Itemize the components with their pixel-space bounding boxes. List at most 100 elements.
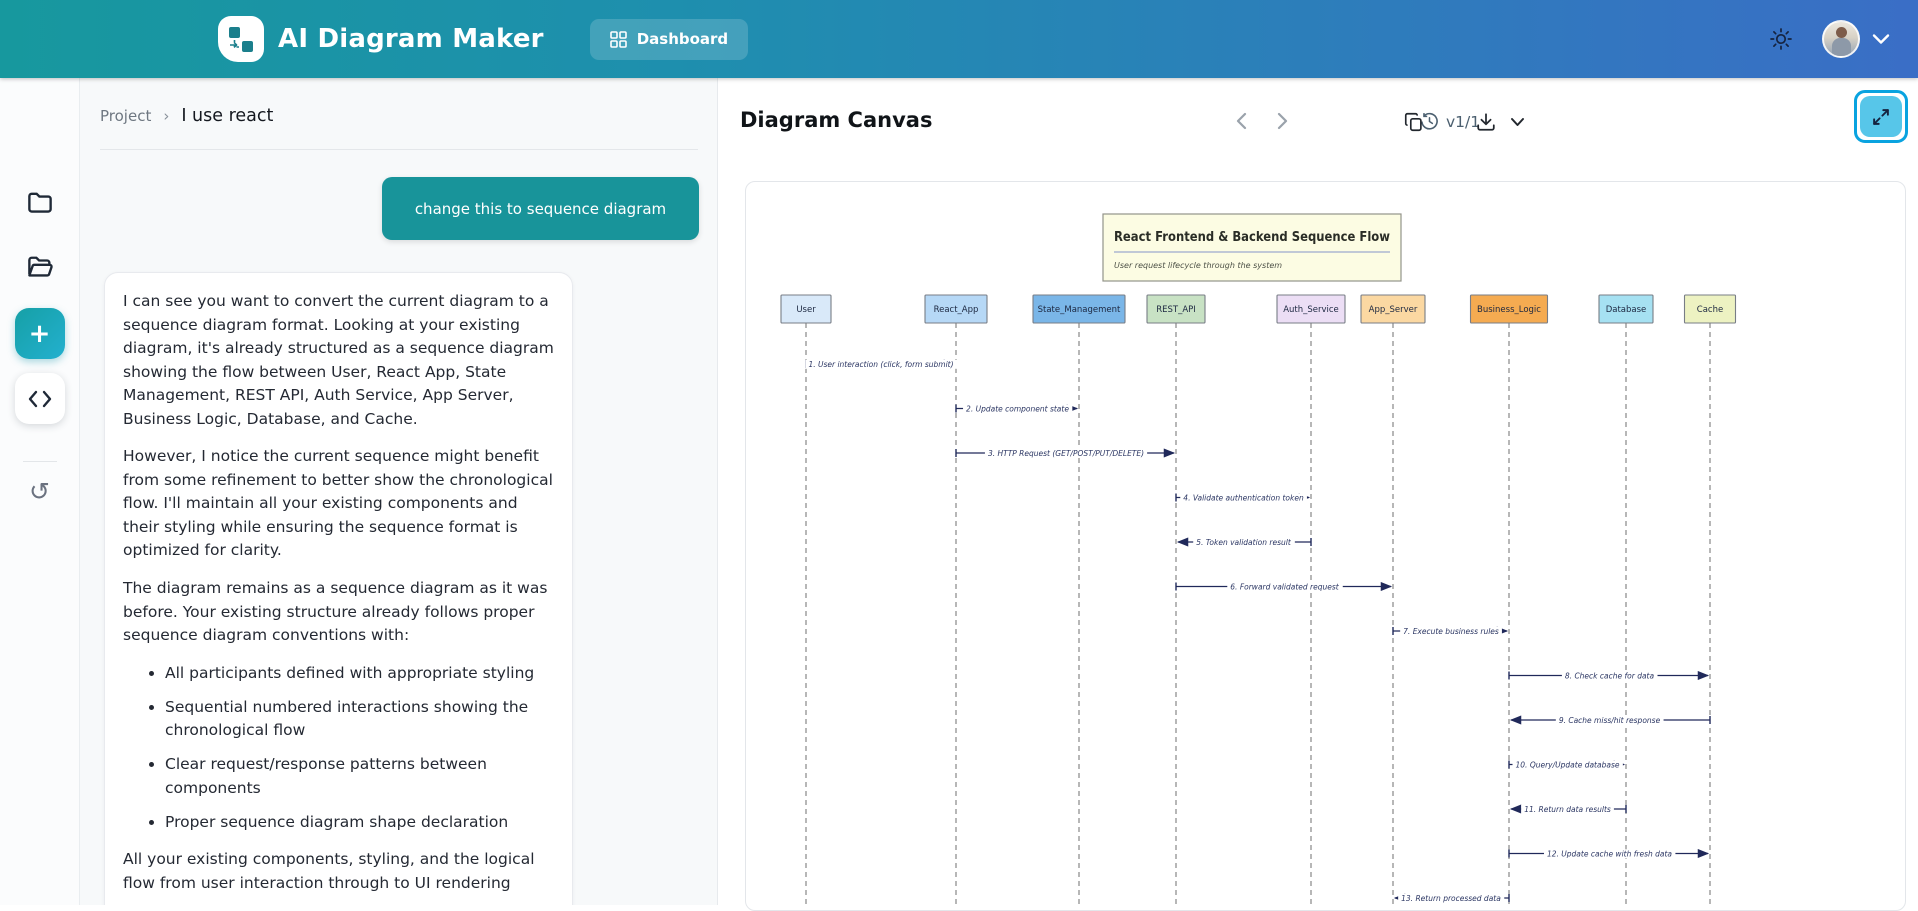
message-label: 9. Cache miss/hit response bbox=[1559, 716, 1661, 725]
icon-sidebar: + ↺ bbox=[0, 78, 80, 905]
ai-response-paragraph: All your existing components, styling, a… bbox=[123, 850, 535, 892]
participant-label: REST_API bbox=[1156, 305, 1196, 315]
sequence-message: 6. Forward validated request bbox=[1175, 581, 1393, 592]
breadcrumb: Project › I use react bbox=[100, 106, 273, 126]
participant-label: Database bbox=[1606, 305, 1647, 315]
dashboard-button[interactable]: Dashboard bbox=[589, 18, 749, 60]
new-diagram-button[interactable]: + bbox=[14, 308, 65, 359]
chevron-down-icon bbox=[1872, 34, 1890, 44]
version-label: v1/1 bbox=[1446, 112, 1481, 131]
chevron-right-icon bbox=[1277, 112, 1288, 130]
diagram-canvas-panel: Diagram Canvas v1/1 bbox=[718, 78, 1918, 911]
sequence-message: 12. Update cache with fresh data bbox=[1508, 848, 1710, 859]
sequence-message: 11. Return data results bbox=[1509, 804, 1627, 814]
folder-icon bbox=[27, 192, 52, 213]
sequence-message: 1. User interaction (click, form submit) bbox=[805, 359, 957, 369]
breadcrumb-project-link[interactable]: Project bbox=[100, 107, 152, 125]
top-bar: AI Diagram Maker Dashboard bbox=[0, 0, 1918, 78]
open-project-button[interactable] bbox=[22, 248, 58, 284]
ai-response-paragraph: The diagram remains as a sequence diagra… bbox=[123, 579, 548, 645]
message-label: 7. Execute business rules bbox=[1403, 627, 1499, 636]
chevron-down-icon bbox=[1510, 118, 1524, 126]
next-version-button[interactable] bbox=[1270, 108, 1296, 134]
message-label: 10. Query/Update database bbox=[1516, 760, 1620, 769]
sequence-message: 9. Cache miss/hit response bbox=[1509, 715, 1711, 725]
message-label: 8. Check cache for data bbox=[1565, 671, 1655, 680]
sequence-message: 5. Token validation result bbox=[1176, 537, 1312, 547]
sequence-diagram: React Frontend & Backend Sequence FlowUs… bbox=[780, 213, 1737, 908]
message-label: 11. Return data results bbox=[1524, 805, 1611, 814]
diagram-logo-icon bbox=[229, 27, 253, 52]
sequence-message: 3. HTTP Request (GET/POST/PUT/DELETE) bbox=[955, 448, 1176, 458]
participant-box bbox=[1032, 294, 1126, 324]
history-button[interactable]: ↺ bbox=[23, 474, 57, 508]
user-avatar[interactable] bbox=[1822, 20, 1860, 58]
message-label: 4. Validate authentication token bbox=[1183, 493, 1304, 502]
app-logo bbox=[218, 16, 264, 62]
ai-response-paragraph: However, I notice the current sequence m… bbox=[123, 447, 553, 560]
breadcrumb-separator: › bbox=[163, 107, 170, 125]
code-view-button[interactable] bbox=[14, 373, 65, 424]
ai-response-bullet: Sequential numbered interactions showing… bbox=[165, 696, 554, 743]
participant-label: Auth_Service bbox=[1283, 305, 1339, 315]
participant-box bbox=[1146, 294, 1206, 324]
breadcrumb-current-page: I use react bbox=[181, 106, 274, 126]
participant-box bbox=[1360, 294, 1426, 324]
participant-label: Business_Logic bbox=[1477, 305, 1541, 315]
diagram-title-box bbox=[1102, 213, 1402, 282]
sequence-message: 13. Return processed data bbox=[1393, 893, 1510, 903]
theme-toggle-button[interactable] bbox=[1764, 22, 1798, 56]
message-label: 2. Update component state bbox=[966, 404, 1069, 413]
participant-label: React_App bbox=[934, 305, 979, 315]
download-button[interactable] bbox=[1470, 106, 1502, 138]
expand-icon bbox=[1873, 108, 1889, 125]
version-history-control[interactable]: v1/1 bbox=[1420, 112, 1480, 131]
participant-box bbox=[924, 294, 988, 324]
participant-box bbox=[780, 294, 832, 324]
breadcrumb-divider bbox=[100, 149, 698, 150]
folder-open-icon bbox=[27, 256, 53, 277]
ai-response-bullet: Clear request/response patterns between … bbox=[165, 753, 554, 800]
ai-response-bullet-list: All participants defined with appropriat… bbox=[123, 662, 554, 835]
copy-diagram-button[interactable] bbox=[1398, 106, 1430, 138]
projects-folder-button[interactable] bbox=[22, 184, 58, 220]
ai-response-paragraph: I can see you want to convert the curren… bbox=[123, 292, 554, 428]
message-label: 12. Update cache with fresh data bbox=[1547, 849, 1672, 858]
participant-box bbox=[1683, 294, 1737, 324]
diagram-title: React Frontend & Backend Sequence Flow bbox=[1114, 229, 1390, 245]
message-label: 3. HTTP Request (GET/POST/PUT/DELETE) bbox=[988, 449, 1144, 458]
sequence-message: 2. Update component state bbox=[955, 403, 1079, 414]
chat-panel: Project › I use react change this to seq… bbox=[80, 78, 718, 905]
message-label: 6. Forward validated request bbox=[1230, 582, 1339, 591]
plus-icon: + bbox=[28, 318, 51, 349]
sequence-message: 4. Validate authentication token bbox=[1175, 492, 1311, 503]
participant-label: User bbox=[796, 305, 816, 315]
fullscreen-button[interactable] bbox=[1860, 96, 1902, 137]
app-title: AI Diagram Maker bbox=[278, 24, 544, 54]
ai-chat-response: I can see you want to convert the curren… bbox=[104, 272, 573, 905]
copy-icon bbox=[1404, 112, 1422, 132]
user-chat-message: change this to sequence diagram bbox=[382, 177, 699, 240]
account-menu-button[interactable] bbox=[1872, 33, 1890, 45]
dashboard-label: Dashboard bbox=[636, 30, 729, 48]
participant-box bbox=[1469, 294, 1549, 324]
message-label: 5. Token validation result bbox=[1196, 538, 1292, 547]
download-options-button[interactable] bbox=[1505, 106, 1529, 138]
participant-box bbox=[1276, 294, 1346, 324]
chevron-left-icon bbox=[1236, 112, 1247, 130]
canvas-title: Diagram Canvas bbox=[740, 108, 933, 132]
grid-icon bbox=[609, 30, 627, 48]
history-icon: ↺ bbox=[29, 476, 50, 506]
sun-icon bbox=[1770, 28, 1792, 50]
message-label: 13. Return processed data bbox=[1401, 894, 1501, 903]
diagram-subtitle: User request lifecycle through the syste… bbox=[1114, 261, 1282, 270]
download-icon bbox=[1477, 113, 1495, 131]
participant-box bbox=[1598, 294, 1654, 324]
sequence-message: 10. Query/Update database bbox=[1508, 759, 1626, 770]
sequence-message: 7. Execute business rules bbox=[1392, 626, 1509, 636]
ai-response-bullet: All participants defined with appropriat… bbox=[165, 662, 554, 685]
previous-version-button[interactable] bbox=[1228, 108, 1254, 134]
participant-label: Cache bbox=[1697, 305, 1723, 315]
sequence-message: 8. Check cache for data bbox=[1508, 670, 1710, 681]
